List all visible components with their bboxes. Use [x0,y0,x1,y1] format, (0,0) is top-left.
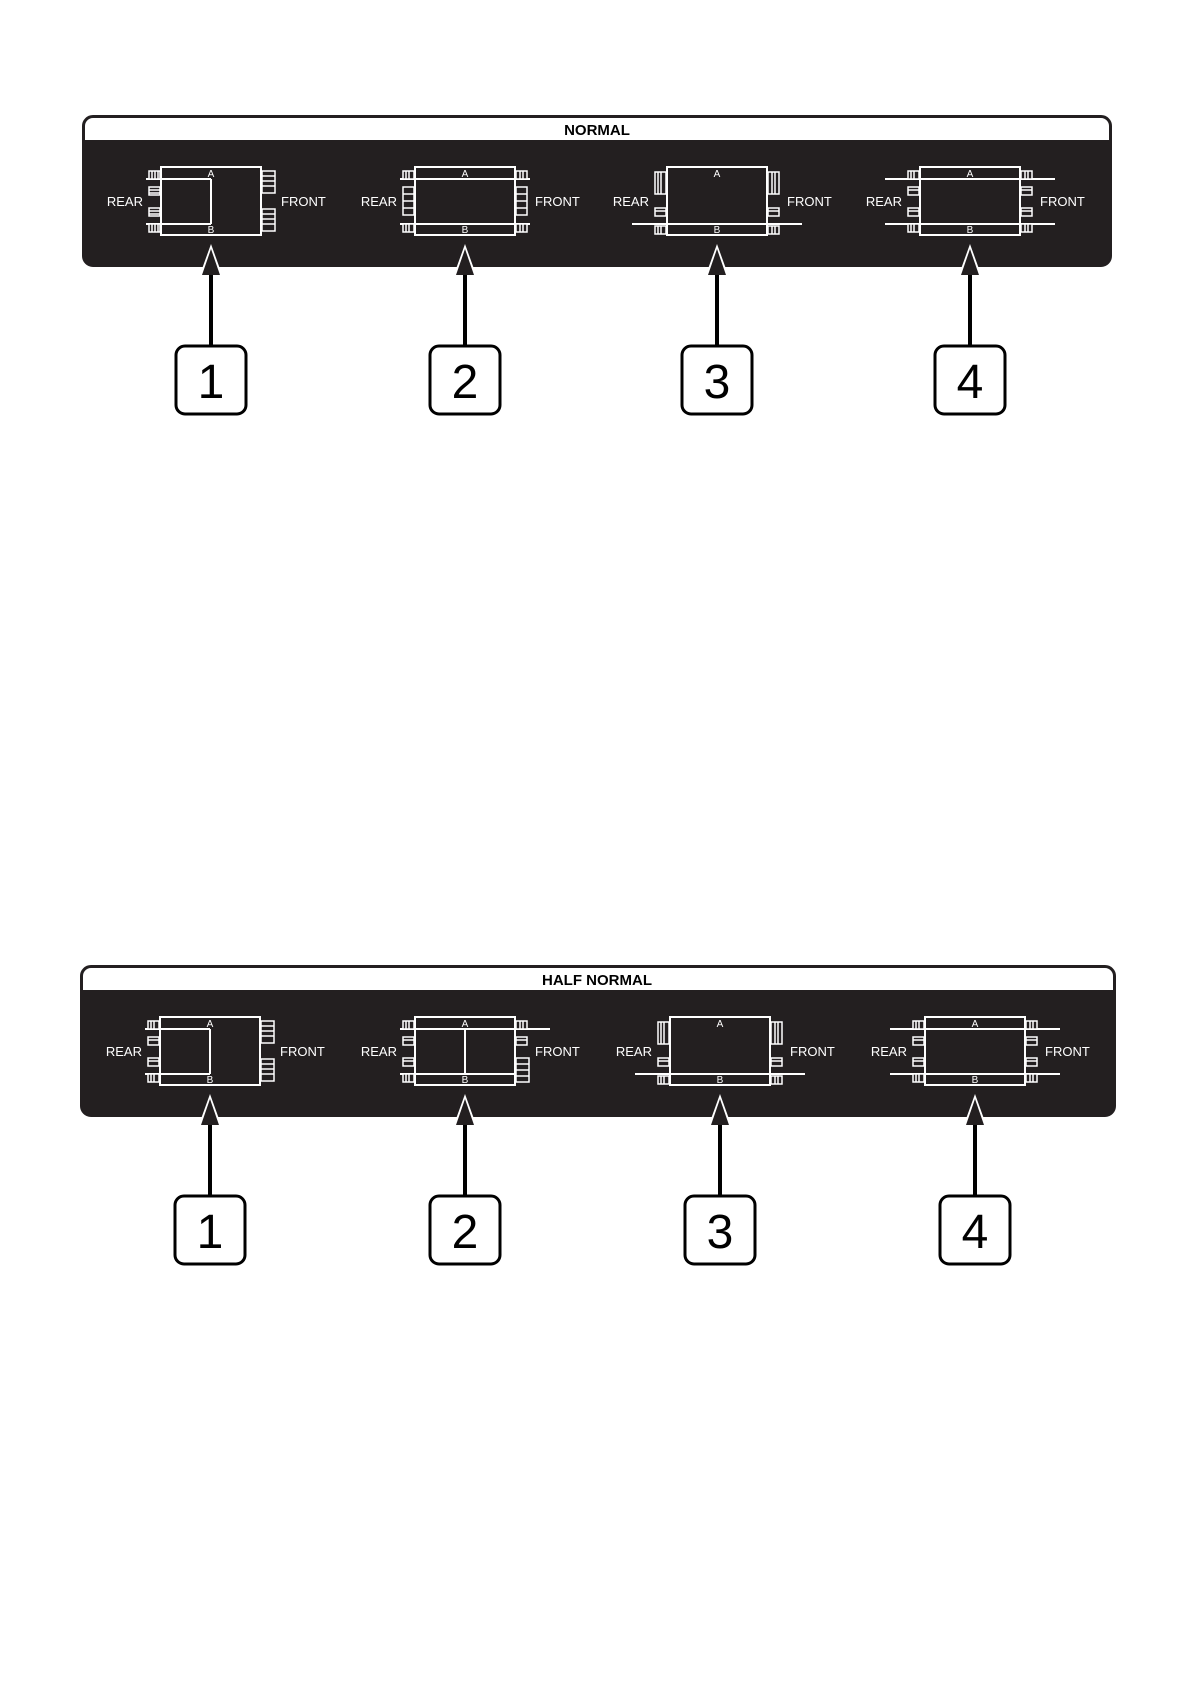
front-label: FRONT [535,1044,580,1059]
port-a-label: A [717,1019,724,1030]
normal-panel-diagram: NORMAL A B REAR FRONT 1 [0,100,1190,440]
rear-label: REAR [361,194,397,209]
port-b-label: B [717,1075,724,1086]
callout-number: 2 [452,1206,479,1259]
port-a-label: A [462,169,469,180]
callout-number: 1 [198,356,225,409]
rear-label: REAR [107,194,143,209]
front-label: FRONT [790,1044,835,1059]
port-a-label: A [208,169,215,180]
port-a-label: A [972,1019,979,1030]
port-b-label: B [462,225,469,236]
port-b-label: B [972,1075,979,1086]
panel-title: NORMAL [564,122,630,139]
front-label: FRONT [535,194,580,209]
port-a-label: A [967,169,974,180]
callout-number: 4 [962,1206,989,1259]
rear-label: REAR [361,1044,397,1059]
front-label: FRONT [1040,194,1085,209]
half-normal-panel-diagram: HALF NORMAL A B REAR FRONT 1 [0,950,1190,1290]
rear-label: REAR [616,1044,652,1059]
rear-label: REAR [866,194,902,209]
port-b-label: B [462,1075,469,1086]
rear-label: REAR [871,1044,907,1059]
front-label: FRONT [1045,1044,1090,1059]
port-a-label: A [714,169,721,180]
callout-number: 2 [452,356,479,409]
port-a-label: A [207,1019,214,1030]
callout-number: 3 [707,1206,734,1259]
front-label: FRONT [787,194,832,209]
callout-number: 4 [957,356,984,409]
callout-number: 1 [197,1206,224,1259]
port-b-label: B [967,225,974,236]
rear-label: REAR [106,1044,142,1059]
port-b-label: B [714,225,721,236]
port-b-label: B [207,1075,214,1086]
rear-label: REAR [613,194,649,209]
front-label: FRONT [281,194,326,209]
front-label: FRONT [280,1044,325,1059]
port-b-label: B [208,225,215,236]
callout-number: 3 [704,356,731,409]
port-a-label: A [462,1019,469,1030]
panel-title: HALF NORMAL [542,972,652,989]
